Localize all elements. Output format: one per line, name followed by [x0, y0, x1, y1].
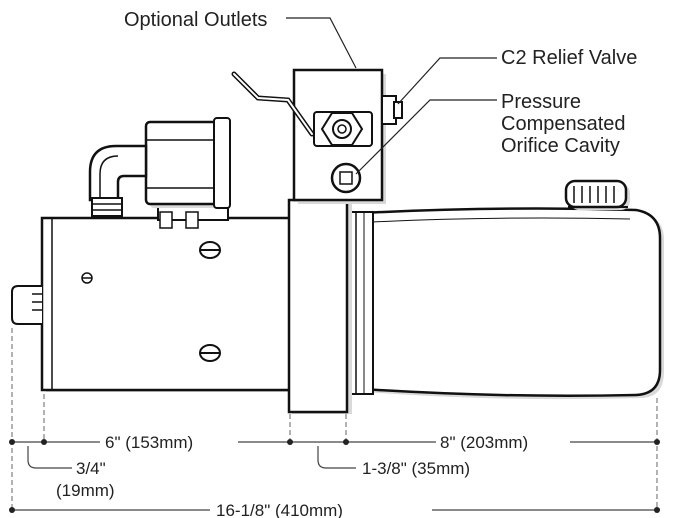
callout-leaders — [286, 17, 497, 175]
dimension-line-overall — [9, 507, 660, 513]
end-cap-stud — [11, 285, 42, 325]
orifice-cavity — [330, 162, 362, 194]
dimension-line-main — [9, 439, 660, 445]
dim-motor-length: 6" (153mm) — [105, 433, 193, 452]
outlet-fitting — [313, 111, 373, 147]
elbow-conduit — [88, 144, 148, 217]
dim-end-cap-line1: 3/4" — [76, 459, 106, 478]
filler-cap — [564, 179, 630, 210]
callout-pressure-line1: Pressure — [501, 91, 581, 113]
dim-overall-length: 16-1/8" (410mm) — [216, 501, 343, 518]
callout-pressure-line2: Compensated — [501, 113, 626, 135]
dim-end-cap-line2: (19mm) — [56, 481, 115, 500]
callout-c2-relief-valve: C2 Relief Valve — [501, 47, 637, 69]
motor-housing — [40, 216, 296, 392]
reservoir-tank — [360, 207, 664, 400]
callout-pressure-line3: Orifice Cavity — [501, 135, 620, 157]
callout-optional-outlets: Optional Outlets — [124, 9, 267, 31]
start-solenoid — [144, 117, 231, 229]
dim-manifold-width: 1-3/8" (35mm) — [362, 459, 470, 478]
wire-lead — [231, 71, 315, 137]
motor-screw-top — [199, 241, 221, 259]
relief-valve — [381, 95, 403, 125]
dim-reservoir-length: 8" (203mm) — [440, 433, 528, 452]
dimension-leaders-small — [27, 446, 356, 469]
motor-screw-bottom — [199, 344, 221, 362]
motor-screw-small — [81, 272, 93, 284]
